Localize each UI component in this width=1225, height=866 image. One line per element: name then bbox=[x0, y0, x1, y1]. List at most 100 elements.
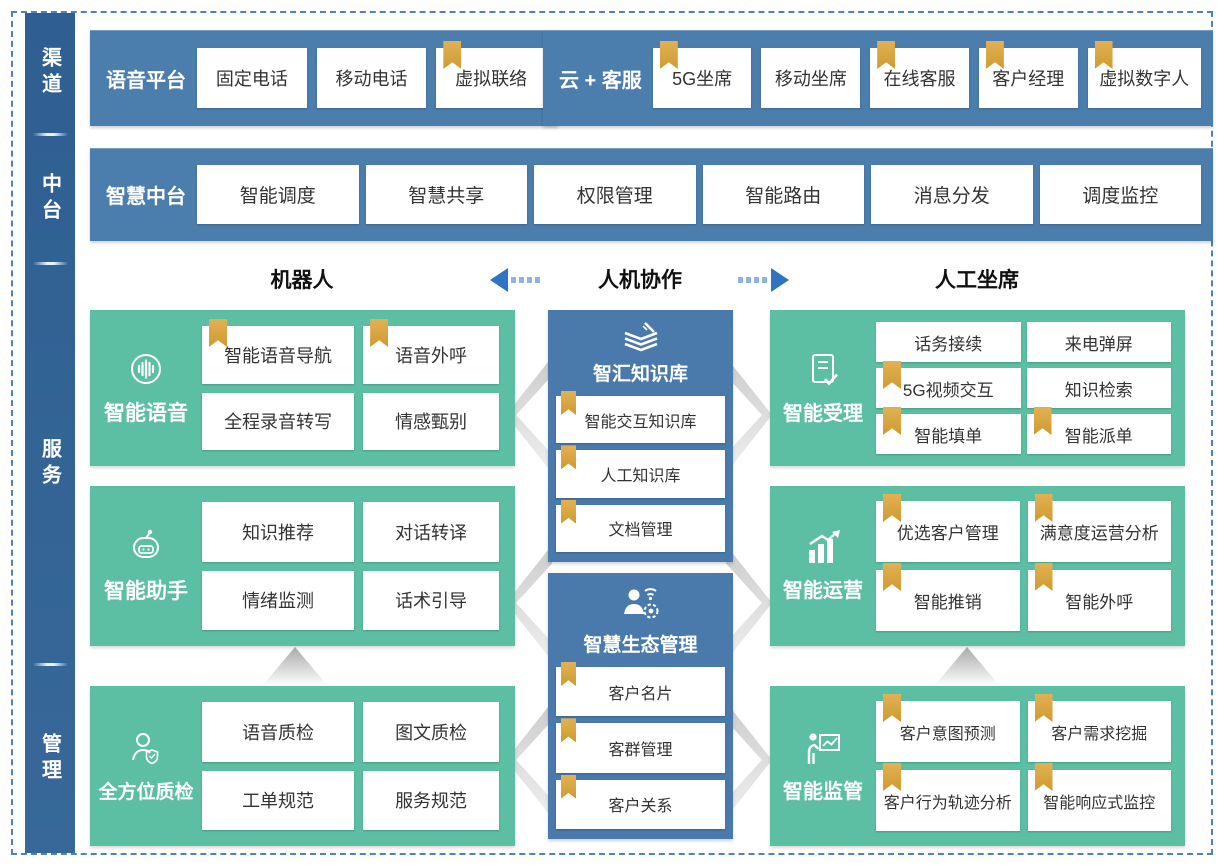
item-label: 满意度运营分析 bbox=[1039, 524, 1159, 543]
diagram-item: 移动电话 bbox=[316, 48, 427, 108]
diagram-item: 5G视频交互 bbox=[876, 361, 1021, 408]
item-label: 客户名片 bbox=[608, 685, 673, 703]
divider bbox=[32, 662, 68, 666]
bookmark-icon bbox=[443, 41, 462, 69]
item-label: 智能语音导航 bbox=[224, 345, 333, 366]
arrowhead-left-icon bbox=[490, 268, 508, 292]
knowledge-block: 智汇知识库 智能交互知识库 人工知识库 文档管理 bbox=[548, 310, 733, 562]
sidebar-item-service: 服务 bbox=[38, 437, 61, 490]
diagram-item: 人工知识库 bbox=[556, 445, 725, 498]
robot-icon bbox=[126, 527, 166, 567]
left-arrow-icon bbox=[490, 268, 541, 292]
item-label: 5G视频交互 bbox=[902, 380, 994, 400]
block-items: 语音质检 图文质检 工单规范 服务规范 bbox=[202, 702, 499, 830]
arrow-dash-tail bbox=[511, 277, 541, 283]
bookmark-icon bbox=[985, 41, 1004, 69]
diagram-item: 智能交互知识库 bbox=[556, 391, 725, 444]
lane-header-robot: 机器人 bbox=[270, 269, 334, 292]
bookmark-icon bbox=[883, 694, 901, 722]
diagram-item: 智能外呼 bbox=[1027, 563, 1171, 631]
block-label: 智汇知识库 bbox=[548, 320, 733, 386]
diagram-item: 话务接续 bbox=[876, 322, 1021, 362]
block-title: 智汇知识库 bbox=[592, 364, 688, 385]
block-title: 全方位质检 bbox=[98, 781, 194, 803]
item-label: 调度监控 bbox=[1082, 186, 1159, 207]
item-label: 情感甄别 bbox=[395, 412, 468, 433]
item-label: 来电弹屏 bbox=[1064, 334, 1133, 354]
diagram-item: 语音外呼 bbox=[363, 319, 499, 384]
block-items: 客户名片 客群管理 客户关系 bbox=[556, 662, 725, 829]
item-label: 客群管理 bbox=[608, 741, 673, 759]
bookmark-icon bbox=[659, 41, 678, 69]
cloud-service-panel: 云 + 客服 5G坐席 移动坐席 在线客服 客户经理 虚拟数字人 bbox=[543, 30, 1213, 126]
item-label: 5G坐席 bbox=[672, 69, 733, 89]
bookmark-icon bbox=[209, 319, 227, 347]
document-check-icon bbox=[805, 351, 841, 389]
diagram-item: 5G坐席 bbox=[652, 41, 752, 108]
item-label: 情绪监测 bbox=[242, 591, 315, 612]
diagram-item: 对话转译 bbox=[363, 502, 499, 562]
bookmark-icon bbox=[1034, 563, 1053, 591]
diagram-item: 调度监控 bbox=[1039, 165, 1201, 224]
item-label: 固定电话 bbox=[215, 69, 288, 89]
item-label: 全程录音转写 bbox=[224, 412, 333, 433]
acceptance-block: 智能受理 话务接续 来电弹屏 5G视频交互 知识检索 智能填单 智能派单 bbox=[770, 310, 1185, 466]
item-label: 知识推荐 bbox=[242, 522, 315, 543]
diagram-item: 满意度运营分析 bbox=[1027, 494, 1171, 562]
item-label: 智能路由 bbox=[745, 186, 822, 207]
item-label: 客户经理 bbox=[992, 69, 1065, 89]
diagram-item: 权限管理 bbox=[534, 165, 696, 224]
block-items: 话务接续 来电弹屏 5G视频交互 知识检索 智能填单 智能派单 bbox=[876, 322, 1171, 454]
item-label: 文档管理 bbox=[608, 522, 673, 540]
item-label: 客户需求挖掘 bbox=[1051, 725, 1148, 743]
diagram-item: 智能响应式监控 bbox=[1027, 763, 1171, 831]
diagram-item: 情感甄别 bbox=[363, 392, 499, 450]
item-label: 移动电话 bbox=[335, 69, 408, 89]
diagram-item: 知识推荐 bbox=[202, 502, 355, 562]
item-label: 人工知识库 bbox=[600, 467, 681, 485]
diagram-item: 客群管理 bbox=[556, 718, 725, 773]
diagram-item: 消息分发 bbox=[871, 165, 1033, 224]
diagram-item: 客户名片 bbox=[556, 662, 725, 717]
panel-items: 5G坐席 移动坐席 在线客服 客户经理 虚拟数字人 bbox=[652, 41, 1202, 108]
bookmark-icon bbox=[883, 494, 901, 522]
item-label: 话务接续 bbox=[914, 334, 983, 354]
item-label: 智慧共享 bbox=[408, 186, 485, 207]
divider bbox=[32, 132, 68, 136]
bookmark-icon bbox=[561, 718, 576, 743]
block-label: 智能助手 bbox=[90, 486, 202, 646]
arrow-dash-tail bbox=[738, 277, 768, 283]
block-items: 智能交互知识库 人工知识库 文档管理 bbox=[556, 391, 725, 552]
panel-title: 云 + 客服 bbox=[559, 69, 642, 92]
diagram-item: 智能路由 bbox=[702, 165, 864, 224]
bookmark-icon bbox=[883, 361, 901, 389]
block-items: 客户意图预测 客户需求挖掘 客户行为轨迹分析 智能响应式监控 bbox=[876, 694, 1171, 831]
diagram-item: 来电弹屏 bbox=[1026, 322, 1171, 362]
sidebar: 渠道 中台 服务 管理 bbox=[25, 13, 75, 853]
item-label: 服务规范 bbox=[395, 791, 468, 812]
diagram-item: 客户经理 bbox=[978, 41, 1078, 108]
diagram-item: 智能语音导航 bbox=[202, 319, 355, 384]
item-label: 在线客服 bbox=[883, 69, 956, 89]
diagram-item: 情绪监测 bbox=[202, 570, 355, 630]
chart-growth-icon bbox=[803, 529, 843, 566]
diagram-item: 智能调度 bbox=[197, 165, 359, 224]
diagram-item: 客户关系 bbox=[556, 774, 725, 829]
sidebar-item-middle-platform: 中台 bbox=[38, 172, 61, 225]
diagram-item: 智能填单 bbox=[876, 407, 1021, 454]
panel-title: 智慧中台 bbox=[106, 186, 186, 208]
diagram-item: 全程录音转写 bbox=[202, 392, 355, 450]
bookmark-icon bbox=[370, 319, 389, 347]
diagram-item: 客户行为轨迹分析 bbox=[876, 763, 1020, 831]
item-label: 虚拟数字人 bbox=[1099, 69, 1190, 89]
voice-wave-icon bbox=[126, 349, 166, 389]
diagram-item: 工单规范 bbox=[202, 770, 355, 830]
bookmark-icon bbox=[883, 563, 901, 591]
item-label: 工单规范 bbox=[242, 791, 315, 812]
diagram-item: 客户需求挖掘 bbox=[1027, 694, 1171, 762]
sidebar-item-channel: 渠道 bbox=[38, 46, 61, 99]
block-title: 智能运营 bbox=[783, 579, 863, 602]
chevron-up-icon bbox=[263, 647, 327, 685]
diagram-item: 虚拟联络 bbox=[436, 41, 547, 108]
